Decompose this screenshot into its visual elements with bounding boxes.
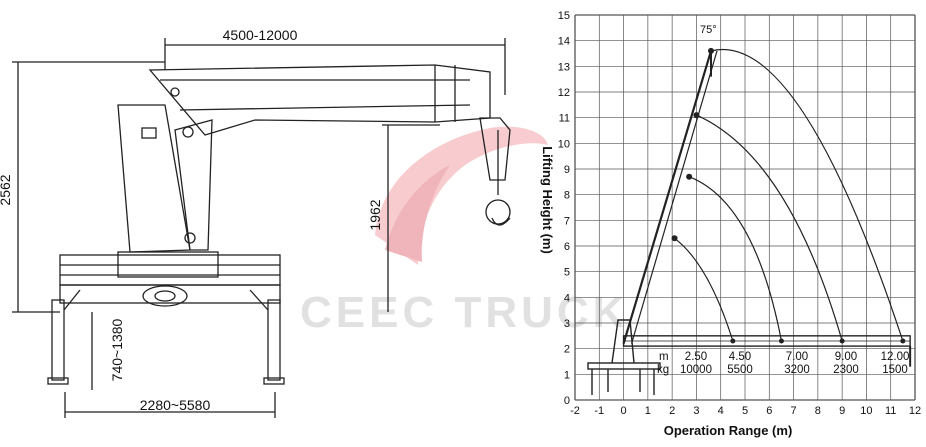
table-load-value: 2300: [833, 364, 859, 376]
table-range-value: 9.00: [835, 351, 857, 363]
x-tick-label: 3: [693, 405, 699, 417]
table-load-value: 5500: [727, 364, 753, 376]
load-table: m kg 2.50 4.50 7.00 9.00 12.00 10000 5500 3200 2…: [657, 351, 909, 376]
hook-height-label: 1962: [367, 199, 383, 230]
x-tick-label: 1: [645, 405, 651, 417]
watermark-logo: CEEC TRUCK: [300, 126, 628, 337]
working-arc: [674, 237, 734, 342]
table-load-value: 3200: [784, 364, 810, 376]
boom-section-joint: [671, 235, 678, 242]
total-height-label: 2562: [0, 174, 13, 205]
watermark-text: CEEC TRUCK: [300, 288, 628, 337]
y-tick-label: 15: [558, 10, 570, 22]
y-tick-label: 2: [564, 344, 570, 356]
x-tick-label: 8: [815, 405, 821, 417]
reach-dimension-label: 4500-12000: [223, 27, 298, 43]
x-tick-label: 6: [766, 405, 772, 417]
chart-grid: [574, 14, 916, 401]
y-tick-label: 6: [564, 241, 570, 253]
table-range-value: 12.00: [881, 351, 910, 363]
y-tick-label: 13: [558, 61, 570, 73]
working-arc: [688, 176, 783, 342]
working-arc: [696, 114, 843, 342]
y-tick-label: 5: [564, 267, 570, 279]
table-load-value: 10000: [680, 364, 712, 376]
y-tick-label: 1: [564, 369, 570, 381]
crane-side-view: [12, 38, 511, 418]
boom-extended: [622, 50, 713, 344]
y-tick-label: 0: [564, 395, 570, 407]
working-arc: [710, 48, 904, 342]
x-tick-label: -1: [594, 405, 604, 417]
y-tick-label: 7: [564, 215, 570, 227]
y-axis-label: Lifting Height (m): [540, 146, 555, 254]
y-tick-label: 10: [558, 138, 570, 150]
x-tick-label: 4: [718, 405, 724, 417]
working-arcs: [674, 48, 906, 344]
boom-extended-edge: [630, 50, 718, 344]
y-tick-label: 4: [564, 292, 570, 304]
outrigger-height-label: 740~1380: [109, 318, 125, 381]
x-tick-label: 11: [885, 405, 896, 417]
table-range-value: 4.50: [729, 351, 751, 363]
y-tick-label: 3: [564, 318, 570, 330]
table-range-value: 2.50: [685, 351, 707, 363]
y-tick-label: 14: [558, 36, 570, 48]
boom-path: [622, 47, 912, 367]
x-tick-label: 7: [791, 405, 797, 417]
x-tick-label: 12: [909, 405, 921, 417]
table-range-row-label: m: [659, 351, 669, 363]
boom-angle-label: 75°: [700, 24, 717, 36]
boom-section-joint: [686, 173, 693, 180]
y-tick-label: 9: [564, 164, 570, 176]
x-tick-label: 2: [669, 405, 675, 417]
boom-section-joint: [693, 112, 700, 119]
y-tick-label: 8: [564, 190, 570, 202]
table-range-value: 7.00: [786, 351, 808, 363]
y-tick-label: 12: [558, 87, 570, 99]
outrigger-span-label: 2280~5580: [140, 397, 211, 413]
x-tick-label: 10: [860, 405, 872, 417]
table-load-value: 1500: [882, 364, 908, 376]
x-tick-label: 0: [621, 405, 627, 417]
x-tick-label: -2: [570, 405, 580, 417]
y-tick-label: 11: [559, 113, 570, 125]
x-tick-label: 5: [742, 405, 748, 417]
crane-base-mini: [587, 319, 661, 395]
x-tick-label: 9: [839, 405, 845, 417]
table-load-row-label: kg: [657, 364, 669, 376]
x-axis-label: Operation Range (m): [664, 423, 793, 438]
